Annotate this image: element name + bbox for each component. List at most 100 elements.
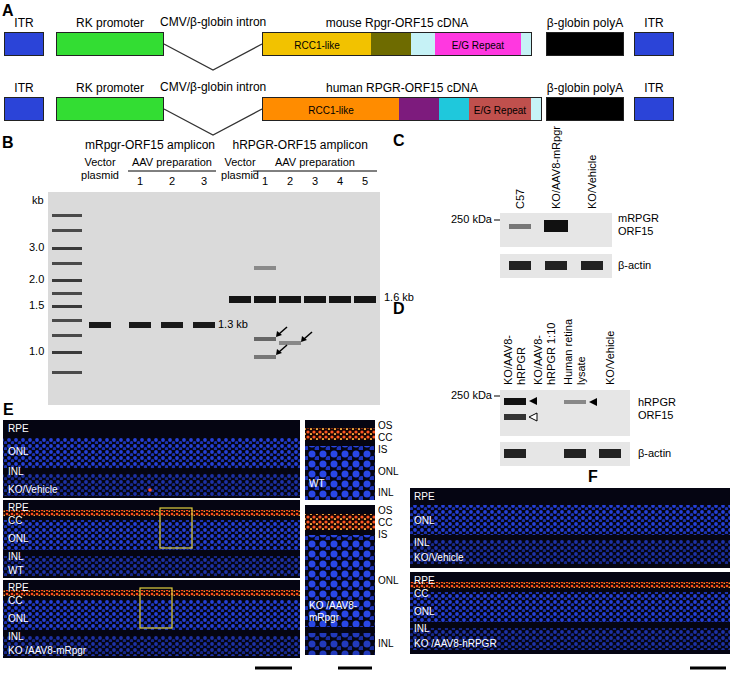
layer-label: IS [378, 529, 387, 541]
agarose-gel-part [329, 296, 351, 303]
retina-image-e-part [3, 556, 300, 576]
image-label: RPE [8, 582, 29, 594]
image-label: RPE [8, 423, 29, 435]
domain-segment: E/G Repeat [469, 98, 531, 122]
promoter-box: RK promoter [56, 97, 164, 121]
western-blot-d-part [589, 398, 597, 406]
image-label: INL [414, 623, 430, 635]
western-blot-d-part [494, 396, 500, 397]
western-blot-c-part [545, 261, 567, 270]
layer-label: CC [378, 517, 392, 529]
text-label: Vector plasmid [77, 156, 123, 182]
retina-image-e-part [3, 510, 300, 516]
western-blot-c-part [500, 254, 612, 278]
domain-segment: E/G Repeat [435, 33, 521, 57]
image-label: KO /AAV8-mRpgr [8, 645, 86, 657]
text-label: 1 [137, 175, 143, 188]
agarose-gel-part [276, 331, 282, 337]
image-label: RPE [414, 491, 435, 503]
agarose-gel-part [89, 322, 111, 328]
western-blot-d-part [529, 413, 537, 421]
panel-letter: B [2, 134, 14, 152]
layer-label: IS [378, 444, 387, 456]
text-label: KO/Vehicle [604, 303, 617, 385]
western-blot-c-part [544, 220, 568, 232]
western-blot-c-part [500, 213, 612, 247]
agarose-gel-part [254, 266, 276, 270]
layer-label: ONL [378, 575, 399, 587]
image-label: RPE [8, 502, 29, 514]
retina-image-e-part [148, 488, 152, 492]
text-label: Human retina lysate [562, 303, 588, 385]
agarose-gel-part [279, 341, 301, 345]
agarose-gel-part [279, 296, 301, 303]
connector-label: CMV/β-globin intron [160, 15, 266, 29]
western-blot-d [494, 390, 630, 466]
text-label: KO/AAV8-hRPGR [502, 303, 528, 385]
western-blot-d-part [529, 397, 537, 405]
agarose-gel-part [254, 337, 276, 341]
image-label: WT [8, 565, 24, 577]
text-label: 250 kDa [451, 389, 492, 402]
retina-inset-e-part [305, 633, 375, 655]
agarose-gel-part [304, 332, 312, 339]
western-blot-d-part [504, 449, 526, 458]
text-label: KO/Vehicle [586, 125, 599, 209]
panel-letter: D [393, 300, 405, 318]
panel-letter: A [2, 2, 14, 20]
agarose-gel-part [52, 305, 82, 308]
agarose-gel-part [52, 319, 82, 322]
western-blot-d-part [500, 442, 630, 466]
text-label: 3 [201, 175, 207, 188]
image-label: ONL [414, 606, 435, 618]
retina-image-e-part [3, 500, 300, 578]
image-label: KO /AAV8-hRPGR [414, 638, 497, 650]
retina-image-e-part [140, 588, 172, 628]
text-label: 1.3 kb [218, 318, 248, 331]
agarose-gel-part [279, 327, 287, 334]
agarose-gel-part [254, 355, 276, 359]
agarose-gel-part [52, 247, 82, 250]
text-label: 1 [262, 175, 268, 188]
agarose-gel-part [229, 296, 251, 303]
image-label: KO/Vehicle [8, 484, 57, 496]
segment-label: E/G Repeat [435, 33, 521, 57]
image-label: INL [8, 466, 24, 478]
image-label: INL [8, 551, 24, 563]
image-label: CC [414, 588, 428, 600]
western-blot-c-part [509, 224, 531, 229]
text-label: KO/AAV8-mRpgr [550, 125, 563, 209]
image-label: ONL [8, 613, 29, 625]
text-label: 5 [362, 175, 368, 188]
cdna-bar: mouse Rpgr-ORF15 cDNARCC1-likeE/G Repeat [262, 32, 532, 56]
retina-image-f-part [410, 628, 730, 650]
itr-box: ITR [634, 32, 674, 56]
agarose-gel [48, 192, 380, 405]
text-label: 4 [337, 175, 343, 188]
text-label: β-actin [618, 259, 651, 272]
layer-label: OS [378, 420, 392, 432]
text-label: 250 kDa [451, 213, 492, 226]
text-label: 1.5 [29, 299, 44, 312]
retina-image-e-part [3, 590, 300, 596]
layer-label: ONL [378, 466, 399, 478]
western-blot-c-part [494, 220, 500, 221]
layer-label: OS [378, 505, 392, 517]
text-label: KO/AAV8-hRPGR 1:10 [532, 303, 558, 385]
agarose-gel-part [193, 322, 215, 328]
agarose-gel-part [161, 322, 183, 328]
western-blot-d-part [564, 400, 586, 404]
western-blot-d-part [504, 414, 526, 420]
image-label: KO/Vehicle [414, 552, 463, 564]
text-label: 1.0 [29, 345, 44, 358]
western-blot-c [494, 213, 612, 278]
text-label: 3.0 [29, 241, 44, 254]
agarose-gel-part [48, 192, 380, 405]
agarose-gel-part [52, 214, 82, 217]
itr-box: ITR [4, 32, 44, 56]
lane-group-title: mRpgr-ORF15 amplicon [85, 138, 215, 152]
retina-image-e-part [160, 508, 192, 548]
retina-image-f [410, 488, 730, 668]
segment-label: RCC1-like [263, 33, 371, 57]
